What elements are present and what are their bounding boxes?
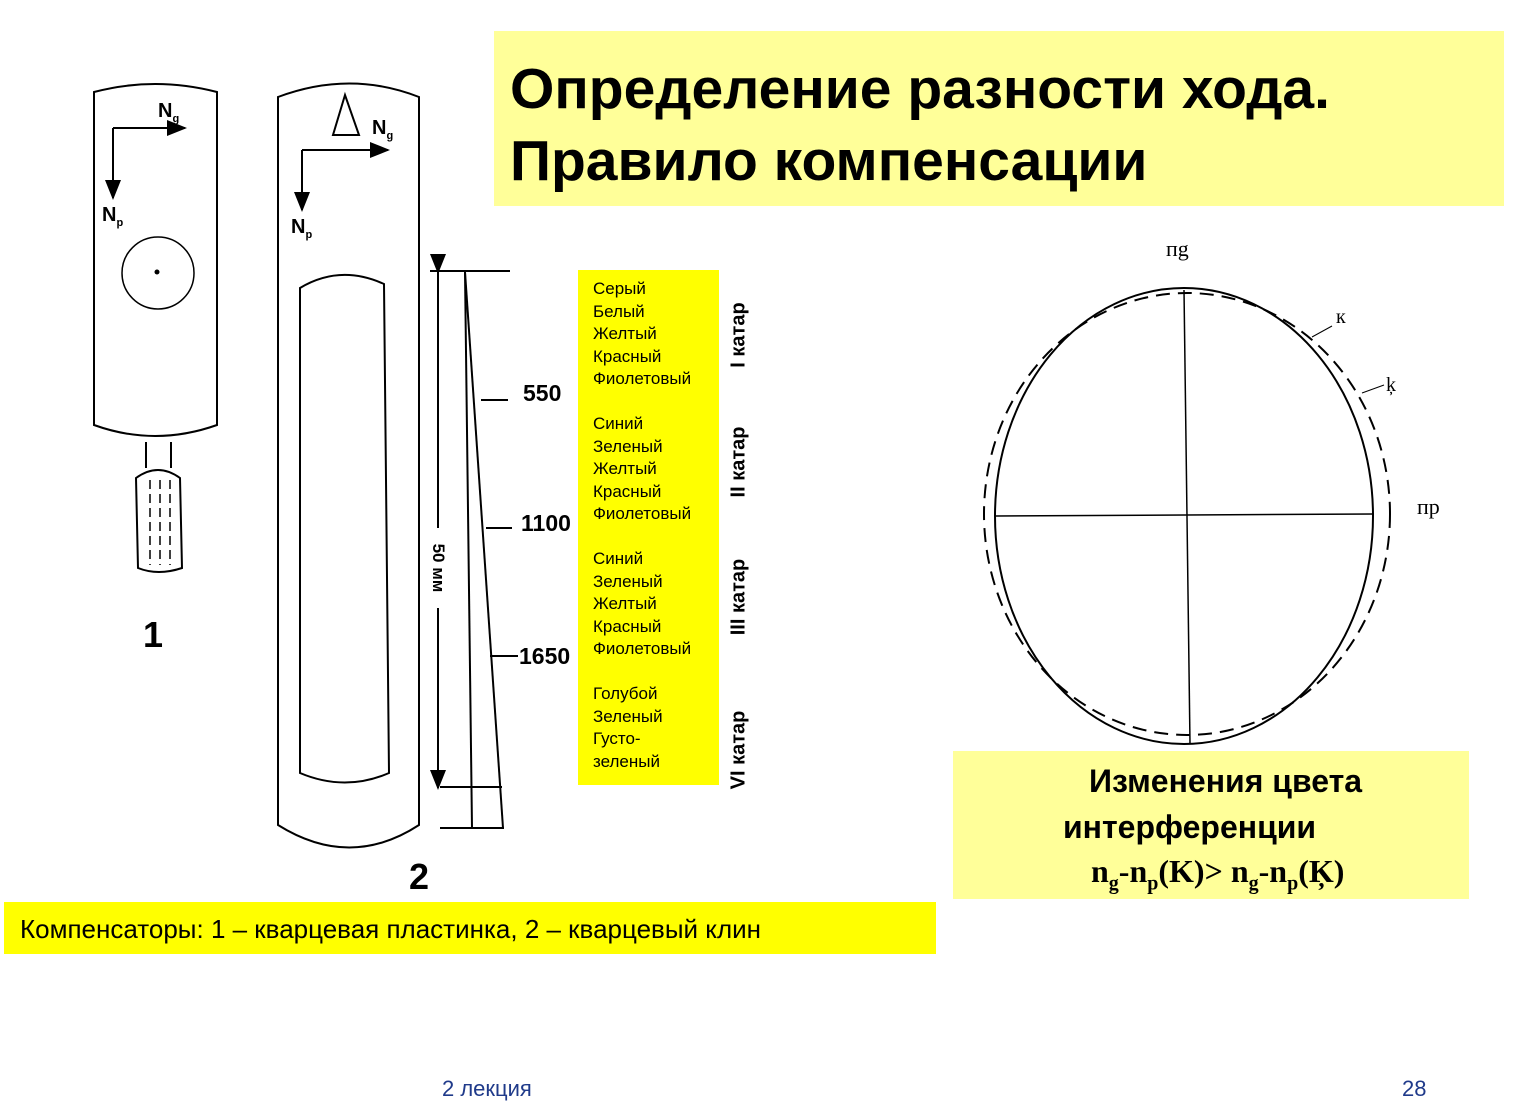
scale-mark-550: 550 [523, 380, 562, 406]
np-label-2: Np [291, 216, 313, 241]
color-item: Желтый [593, 324, 657, 343]
color-item: Зеленый [593, 706, 663, 726]
color-item: Синий [593, 549, 644, 568]
footer-lecture: 2 лекция [442, 1076, 532, 1101]
color-item: Красный [593, 346, 662, 366]
color-item: Желтый [593, 459, 657, 478]
scale-mark-1100: 1100 [521, 510, 571, 536]
np-indicatrix-label: пр [1417, 494, 1440, 519]
indicatrix-solid-ellipse [994, 287, 1374, 745]
color-group-1: Серый Белый Желтый Красный Фиолетовый [593, 278, 691, 391]
interference-line2: интерференции [1063, 809, 1317, 845]
title-box: Определение разности хода. Правило компе… [494, 31, 1504, 206]
color-item: Густо- [593, 729, 641, 748]
scale-mark-1650: 1650 [519, 643, 571, 669]
caption-box: Компенсаторы: 1 – кварцевая пластинка, 2… [4, 902, 936, 954]
color-item: Желтый [593, 594, 657, 613]
color-item: Серый [593, 279, 646, 298]
indicatrix-dashed-ellipse [983, 292, 1391, 736]
interference-note-box: Изменения цвета интерференции ng-np(K)> … [953, 751, 1469, 899]
quartz-plate-window [121, 236, 195, 310]
color-item: Зеленый [593, 571, 663, 591]
order-label-1: I катар [727, 302, 750, 368]
color-item: Голубой [593, 684, 658, 703]
order-label-2: II катар [727, 426, 750, 498]
k-label-2: ķ [1386, 374, 1396, 396]
quartz-plate-handle [134, 469, 184, 573]
color-item: Фиолетовый [593, 639, 692, 658]
wedge-length-label: 50 мм [429, 543, 448, 593]
indicatrix-diagram [983, 287, 1391, 745]
wedge-triangle-icon [331, 91, 361, 136]
caption-text: Компенсаторы: 1 – кварцевая пластинка, 2… [20, 914, 762, 944]
handle-knurling [149, 480, 171, 565]
color-group-2: Синий Зеленый Желтый Красный Фиолетовый [593, 413, 691, 526]
k-leader-1 [1311, 325, 1333, 338]
quartz-wedge-window [299, 274, 391, 784]
order-label-3: III катар [727, 558, 750, 636]
wedge-right-edge [464, 271, 504, 829]
color-item: Фиолетовый [593, 504, 692, 523]
color-item: зеленый [593, 751, 660, 771]
slide-title-line2: Правило компенсации [510, 129, 1148, 193]
k-label-1: к [1336, 306, 1346, 328]
quartz-plate-compensator [93, 83, 218, 573]
interference-formula: ng-np(K)> ng-np(Ķ) [1091, 853, 1345, 895]
figure-label-1: 1 [143, 614, 164, 655]
color-group-3: Синий Зеленый Желтый Красный Фиолетовый [593, 548, 691, 661]
k-leader-2 [1361, 384, 1385, 394]
color-item: Фиолетовый [593, 369, 692, 388]
ng-label-2: Ng [372, 117, 394, 142]
np-axis-line [995, 513, 1375, 517]
figure-label-2: 2 [409, 856, 430, 897]
color-item: Красный [593, 481, 662, 501]
color-item: Зеленый [593, 436, 663, 456]
slide-title-line1: Определение разности хода. [510, 57, 1330, 121]
order-label-4: VI катар [727, 710, 750, 790]
footer-page-number: 28 [1402, 1076, 1427, 1101]
quartz-wedge-body [277, 82, 420, 849]
ng-label-1: Ng [158, 100, 180, 125]
color-item: Синий [593, 414, 644, 433]
ng-axis-line [1183, 289, 1191, 745]
quartz-plate-body [93, 83, 218, 437]
np-label-1: Np [102, 204, 124, 229]
interference-line1: Изменения цвета [1089, 763, 1363, 799]
color-item: Красный [593, 616, 662, 636]
interference-colors-table: Серый Белый Желтый Красный Фиолетовый Си… [578, 270, 719, 785]
quartz-wedge-compensator [277, 82, 518, 849]
color-group-4: Голубой Зеленый Густо- зеленый [593, 683, 663, 773]
ng-indicatrix-label: пg [1166, 236, 1189, 261]
quartz-plate-center-dot [154, 269, 160, 275]
wedge-left-edge [464, 271, 473, 829]
color-item: Белый [593, 301, 645, 321]
